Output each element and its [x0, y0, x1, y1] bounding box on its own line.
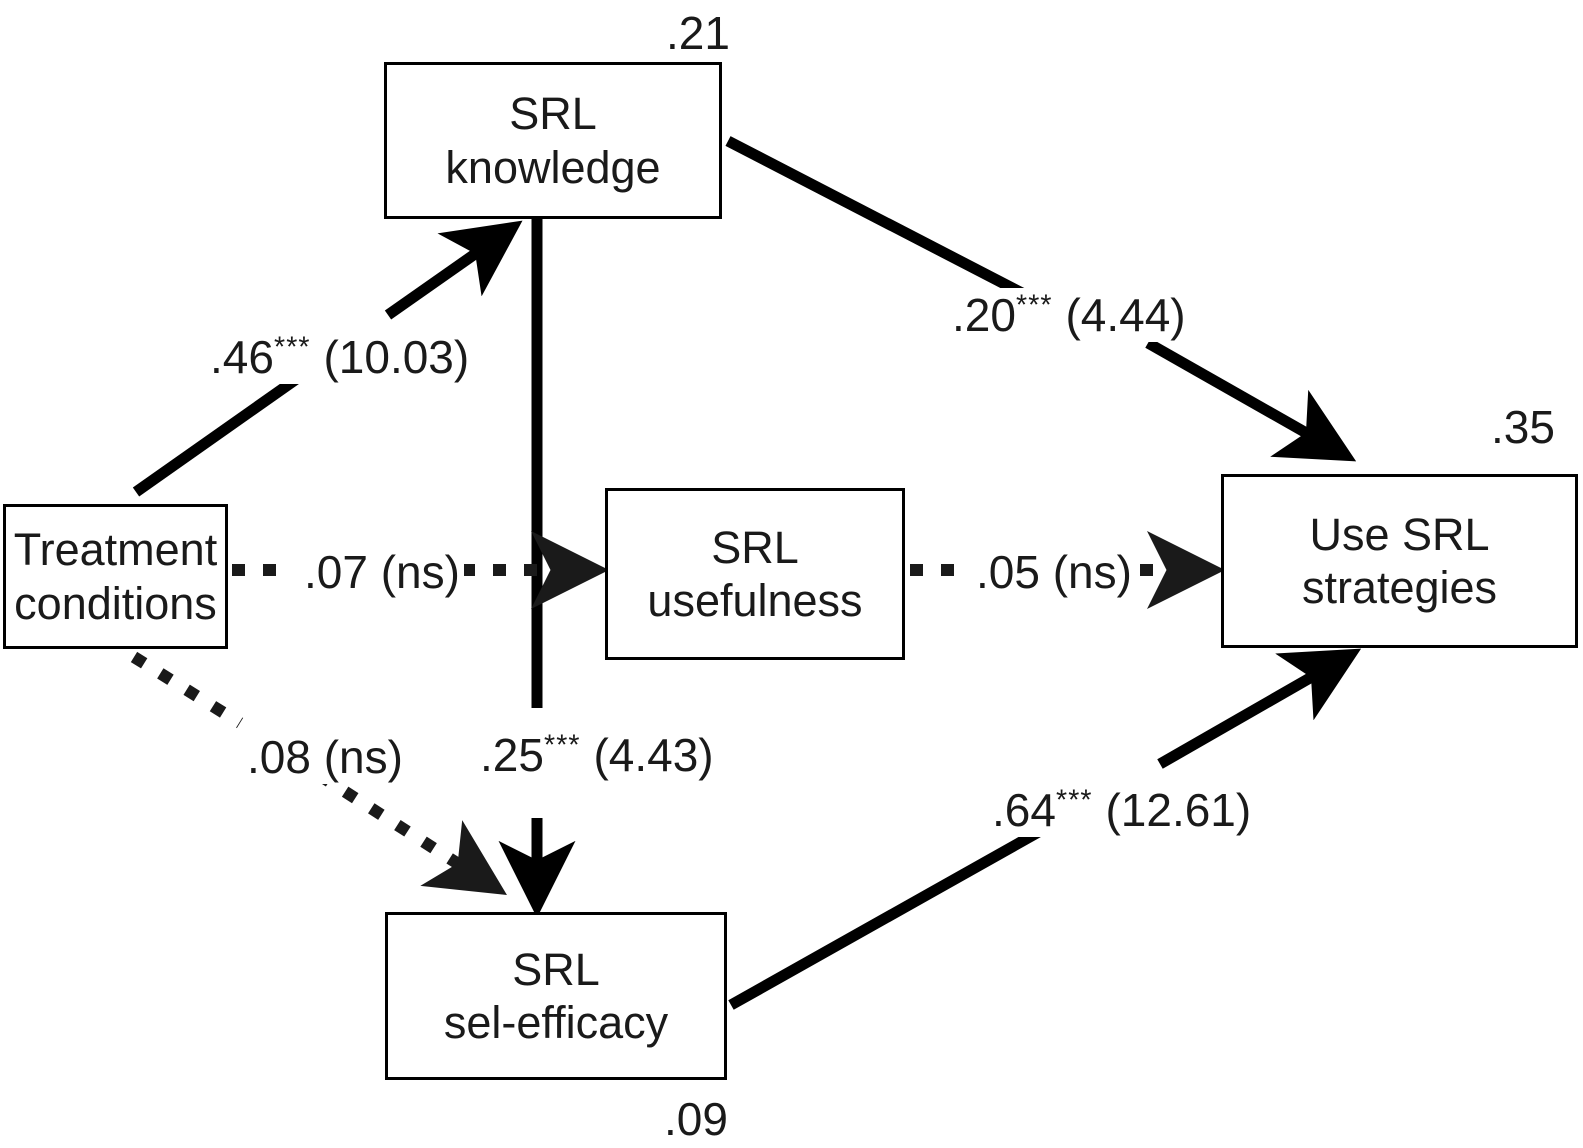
- path-label-knowledge-to-efficacy: .25*** (4.43): [476, 728, 718, 782]
- path-label-treatment-to-knowledge: .46*** (10.03): [206, 330, 474, 384]
- path-label-knowledge-to-strategies: .20*** (4.44): [948, 288, 1190, 342]
- node-srl-knowledge[interactable]: SRL knowledge: [384, 62, 722, 219]
- path-t-value: (ns): [323, 731, 403, 783]
- path-coefficient: .25: [480, 729, 544, 781]
- node-use-srl-strategies[interactable]: Use SRL strategies: [1221, 474, 1578, 648]
- path-t-value: (12.61): [1105, 784, 1252, 836]
- path-t-value: (4.43): [593, 729, 714, 781]
- r2-label-use-srl-strategies: .35: [1491, 401, 1555, 453]
- path-coefficient: .07: [304, 546, 368, 598]
- node-label-use-srl-strategies: Use SRL strategies: [1301, 508, 1498, 613]
- node-label-srl-self-efficacy: SRL sel-efficacy: [443, 943, 669, 1048]
- arrow-treatment-to-knowledge: [132, 220, 523, 497]
- path-significance-stars: ***: [1015, 289, 1053, 322]
- path-significance-stars: ***: [273, 331, 311, 364]
- path-label-efficacy-to-strategies: .64*** (12.61): [988, 783, 1256, 837]
- path-t-value: (10.03): [323, 331, 470, 383]
- path-coefficient: .05: [976, 546, 1040, 598]
- path-coefficient: .46: [210, 331, 274, 383]
- path-coefficient: .20: [952, 289, 1016, 341]
- path-label-usefulness-to-strategies: .05 (ns): [972, 545, 1136, 599]
- node-label-treatment-conditions: Treatment conditions: [13, 524, 218, 629]
- arrow-efficacy-to-strategies: [728, 648, 1362, 1010]
- path-significance-stars: ***: [543, 729, 581, 762]
- path-label-treatment-to-efficacy: .08 (ns): [243, 730, 407, 784]
- path-coefficient: .08: [247, 731, 311, 783]
- path-t-value: (ns): [1052, 546, 1132, 598]
- node-label-srl-usefulness: SRL usefulness: [647, 521, 863, 626]
- path-significance-stars: ***: [1055, 784, 1093, 817]
- r2-label-srl-self-efficacy: .09: [664, 1093, 728, 1145]
- arrow-treatment-to-efficacy: [130, 651, 507, 895]
- path-t-value: (4.44): [1065, 289, 1186, 341]
- r2-label-srl-knowledge: .21: [666, 7, 730, 59]
- node-label-srl-knowledge: SRL knowledge: [445, 88, 661, 193]
- arrow-knowledge-to-strategies: [725, 136, 1357, 462]
- path-coefficient: .64: [992, 784, 1056, 836]
- path-label-treatment-to-usefulness: .07 (ns): [300, 545, 464, 599]
- node-srl-self-efficacy[interactable]: SRL sel-efficacy: [385, 912, 727, 1080]
- path-t-value: (ns): [380, 546, 460, 598]
- node-treatment-conditions[interactable]: Treatment conditions: [3, 504, 228, 649]
- node-srl-usefulness[interactable]: SRL usefulness: [605, 488, 905, 660]
